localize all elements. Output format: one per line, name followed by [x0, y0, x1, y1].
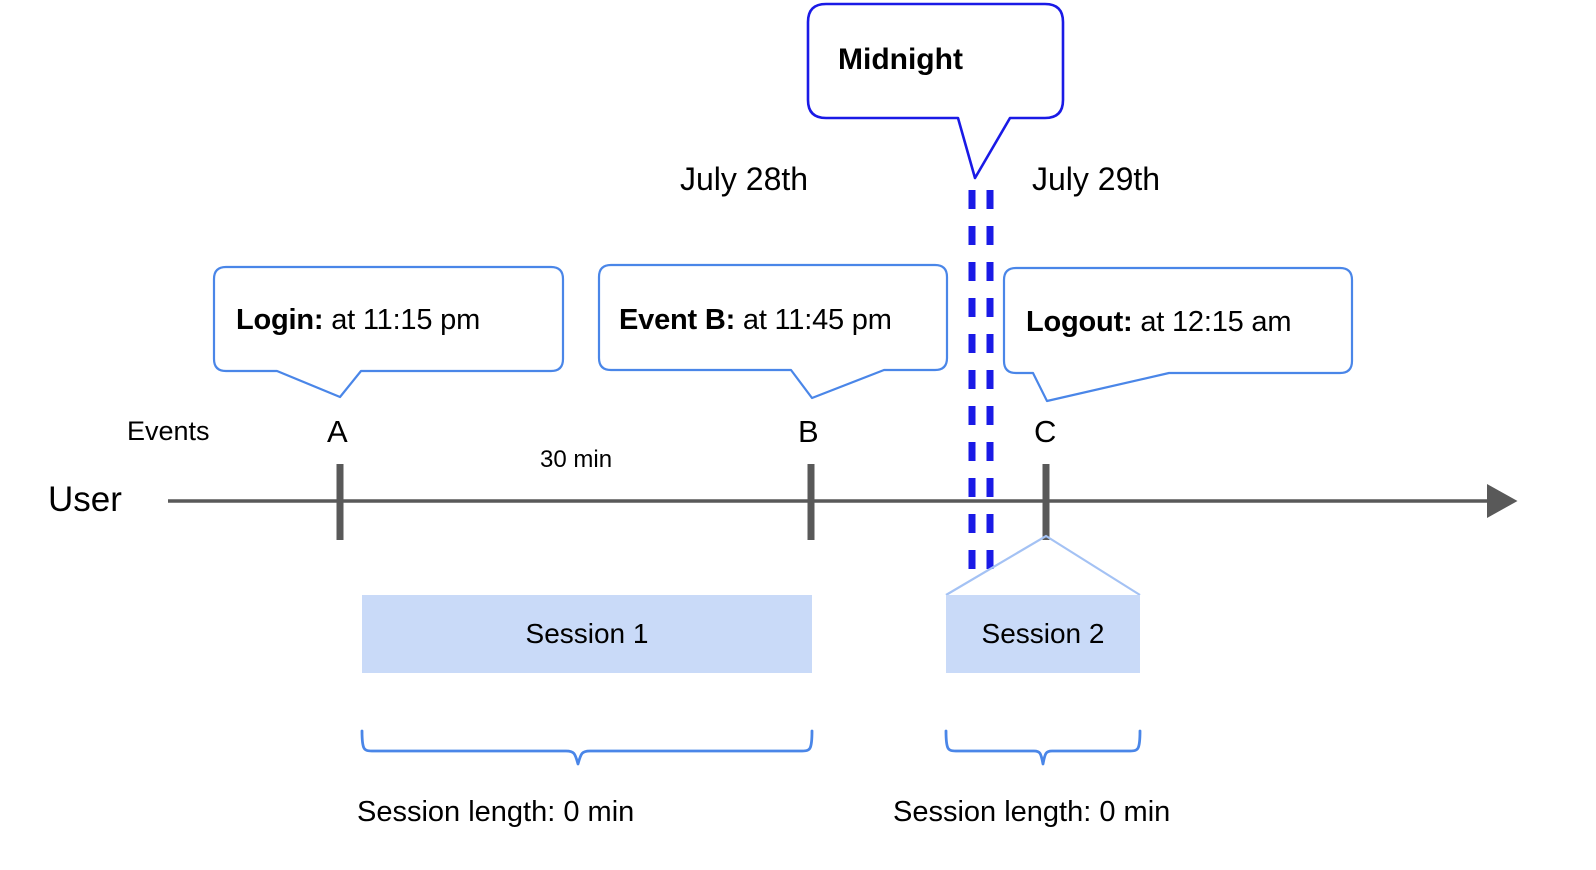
session-box-1-label: Session 1: [525, 618, 649, 649]
session-box-2: Session 2: [946, 595, 1140, 673]
date-label-july-28: July 28th: [680, 161, 809, 197]
session-box-1: Session 1: [362, 595, 812, 673]
callout-text-login: Login: at 11:15 pm: [236, 306, 480, 335]
tick-label-b: B: [798, 414, 819, 449]
row-label-user: User: [48, 480, 122, 519]
callout-logout-bold: Logout:: [1026, 306, 1133, 338]
interval-label-30min: 30 min: [540, 446, 613, 473]
callout-text-logout: Logout: at 12:15 am: [1026, 306, 1292, 338]
session-box-2-label: Session 2: [981, 618, 1105, 649]
session2-connector: [945, 534, 1141, 596]
date-label-july-29: July 29th: [1032, 161, 1161, 197]
session1-brace: [360, 729, 814, 766]
tick-label-c: C: [1034, 414, 1057, 449]
session2-brace: [944, 729, 1142, 766]
midnight-label: Midnight: [838, 43, 963, 76]
session-length-label-2: Session length: 0 min: [893, 796, 1171, 828]
session-length-label-1: Session length: 0 min: [357, 796, 635, 828]
tick-label-a: A: [327, 414, 348, 449]
callout-eventb-rest: at 11:45 pm: [735, 304, 892, 336]
midnight-dashed-lines: [968, 190, 994, 580]
callout-login-bold: Login:: [236, 304, 324, 336]
midnight-callout-shape: [806, 2, 1065, 180]
callout-eventb-bold: Event B:: [619, 304, 736, 336]
callout-text-eventb: Event B: at 11:45 pm: [619, 306, 892, 335]
row-label-events: Events: [127, 416, 210, 446]
callout-logout-rest: at 12:15 am: [1132, 306, 1292, 338]
callout-login-rest: at 11:15 pm: [323, 304, 481, 336]
